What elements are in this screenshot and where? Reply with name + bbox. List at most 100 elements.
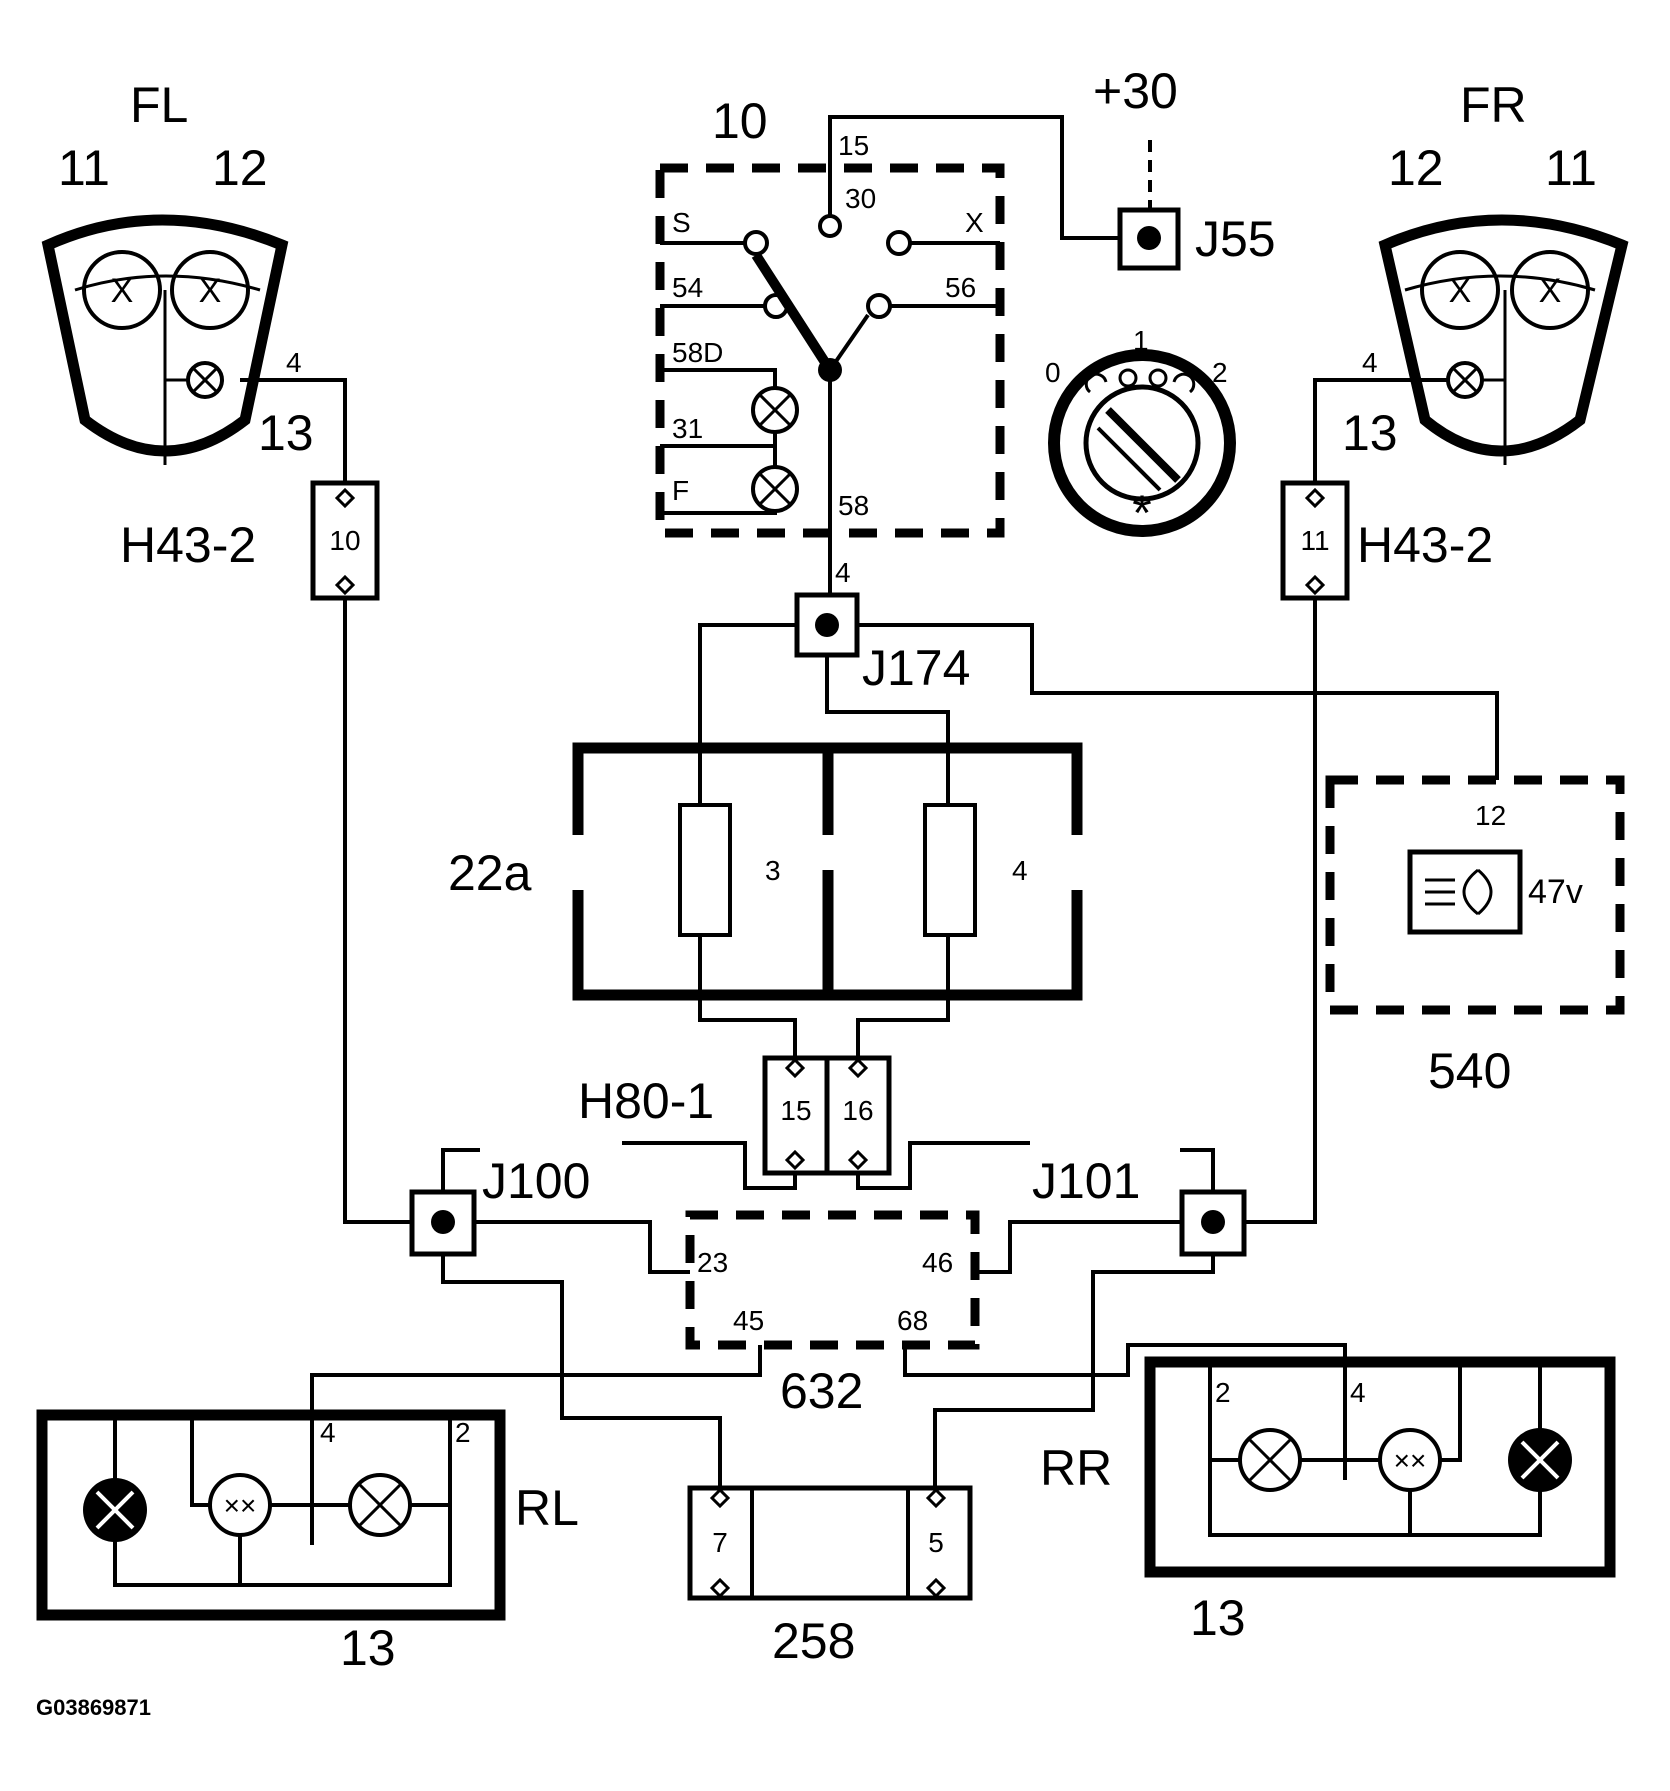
light-switch-knob: * bbox=[1048, 349, 1236, 541]
rr-ref: 13 bbox=[1190, 1590, 1246, 1646]
front-right-wire-label: 4 bbox=[1362, 347, 1378, 378]
wire-j100-up bbox=[441, 1148, 480, 1192]
fuse-box-22a bbox=[572, 742, 1083, 1001]
rr-label: RR bbox=[1040, 1440, 1112, 1496]
front-right-title: FR bbox=[1460, 77, 1527, 133]
term-x: X bbox=[965, 207, 984, 238]
rear-left-lamp: ×× bbox=[36, 1409, 506, 1621]
wire-j101-to-258 bbox=[933, 1254, 1215, 1488]
j101-label: J101 bbox=[1032, 1153, 1140, 1209]
knob-pos-1: 1 bbox=[1133, 325, 1149, 356]
front-right-bulb-low bbox=[1510, 250, 1590, 330]
front-left-wire-label: 4 bbox=[286, 347, 302, 378]
front-left-pin-b: 12 bbox=[212, 140, 268, 196]
term-s-contact bbox=[743, 230, 769, 256]
m632-pin-23: 23 bbox=[697, 1247, 728, 1278]
j174-pin: 4 bbox=[835, 557, 851, 588]
right-h43-label: H43-2 bbox=[1357, 517, 1493, 573]
figure-code: G03869871 bbox=[36, 1695, 151, 1720]
fuse-3 bbox=[678, 803, 732, 937]
junction-j55-label: J55 bbox=[1195, 211, 1276, 267]
front-left-title: FL bbox=[130, 77, 188, 133]
term-x-contact bbox=[886, 230, 912, 256]
h80-16-label: 16 bbox=[842, 1095, 873, 1126]
svg-text:××: ×× bbox=[224, 1490, 257, 1521]
front-left-bulb-low bbox=[82, 250, 162, 330]
module-632 bbox=[685, 1210, 980, 1350]
rl-label: RL bbox=[515, 1480, 579, 1536]
term-s: S bbox=[672, 207, 691, 238]
h80-15-label: 15 bbox=[780, 1095, 811, 1126]
fuse-4 bbox=[923, 803, 977, 937]
front-right-pin-a: 12 bbox=[1388, 140, 1444, 196]
term-f: F bbox=[672, 475, 689, 506]
front-right-lamp: X X bbox=[1378, 214, 1629, 465]
h80-label: H80-1 bbox=[578, 1073, 714, 1129]
wire-fl-to-h43 bbox=[240, 378, 347, 483]
fog-module-id: 540 bbox=[1428, 1043, 1511, 1099]
right-h43-pin: 11 bbox=[1300, 525, 1329, 556]
front-right-ref: 13 bbox=[1342, 405, 1398, 461]
svg-text:××: ×× bbox=[1394, 1445, 1427, 1476]
rear-right-lamp: ×× bbox=[1144, 1356, 1616, 1578]
svg-text:X: X bbox=[1539, 272, 1562, 310]
knob-pos-2: 2 bbox=[1212, 357, 1228, 388]
trailer-connector-258 bbox=[687, 1485, 973, 1601]
term-54: 54 bbox=[672, 272, 703, 303]
term-56-contact bbox=[866, 293, 892, 319]
j100-label: J100 bbox=[482, 1153, 590, 1209]
switch-id: 10 bbox=[712, 93, 768, 149]
wire-h43-to-j100 bbox=[343, 598, 410, 1224]
wire-j174-to-fuse3 bbox=[698, 623, 797, 1060]
wire-h43-to-j101 bbox=[1245, 598, 1317, 1224]
trailer-id: 258 bbox=[772, 1613, 855, 1669]
wire-15-to-j55 bbox=[828, 115, 1120, 240]
fog-symbol-label: 47v bbox=[1528, 873, 1583, 911]
wire-j101-to-632 bbox=[975, 1220, 1182, 1274]
front-left-bulb-high bbox=[170, 250, 250, 330]
rl-pin-4: 4 bbox=[320, 1417, 336, 1448]
supply-label: +30 bbox=[1093, 63, 1178, 119]
svg-text:*: * bbox=[1132, 485, 1151, 541]
wire-h80-16-out bbox=[856, 1141, 1030, 1190]
front-right-housing bbox=[1378, 214, 1629, 457]
fuse-3-label: 3 bbox=[765, 855, 781, 886]
j174-label: J174 bbox=[862, 640, 970, 696]
wire-fr-to-h43 bbox=[1313, 378, 1448, 483]
front-left-ref: 13 bbox=[258, 405, 314, 461]
wire-h80-15-out bbox=[622, 1141, 797, 1190]
front-left-inner-arc bbox=[74, 274, 261, 292]
rr-pin-2: 2 bbox=[1215, 1377, 1231, 1408]
wire-j100-to-632 bbox=[474, 1220, 690, 1274]
term-30-contact bbox=[818, 214, 842, 238]
knob-pos-0: 0 bbox=[1045, 357, 1061, 388]
switch-wiper bbox=[751, 252, 835, 373]
term-30: 30 bbox=[845, 183, 876, 214]
fuse-box-label: 22a bbox=[448, 845, 532, 901]
m632-pin-68: 68 bbox=[897, 1305, 928, 1336]
rl-pin-2: 2 bbox=[455, 1417, 471, 1448]
front-left-housing bbox=[41, 214, 289, 457]
fog-module-pin: 12 bbox=[1475, 800, 1506, 831]
wire-j100-to-258 bbox=[441, 1254, 722, 1488]
fog-module-540 bbox=[1325, 775, 1625, 1015]
wire-j101-up bbox=[1180, 1148, 1215, 1192]
wire-632-to-rl bbox=[310, 1345, 762, 1545]
trailer-pin-5: 5 bbox=[928, 1527, 944, 1558]
term-58d: 58D bbox=[672, 337, 723, 368]
rl-ref: 13 bbox=[340, 1620, 396, 1676]
wire-j174-to-540 bbox=[857, 623, 1499, 780]
m632-pin-45: 45 bbox=[733, 1305, 764, 1336]
rr-pin-4: 4 bbox=[1350, 1377, 1366, 1408]
term-31: 31 bbox=[672, 413, 703, 444]
m632-id: 632 bbox=[780, 1363, 863, 1419]
term-15: 15 bbox=[838, 130, 869, 161]
term-56: 56 bbox=[945, 272, 976, 303]
front-left-pin-a: 11 bbox=[58, 140, 110, 196]
trailer-pin-7: 7 bbox=[712, 1527, 728, 1558]
svg-text:X: X bbox=[199, 272, 222, 310]
front-left-lamp: X X bbox=[41, 214, 289, 465]
left-h43-label: H43-2 bbox=[120, 517, 256, 573]
